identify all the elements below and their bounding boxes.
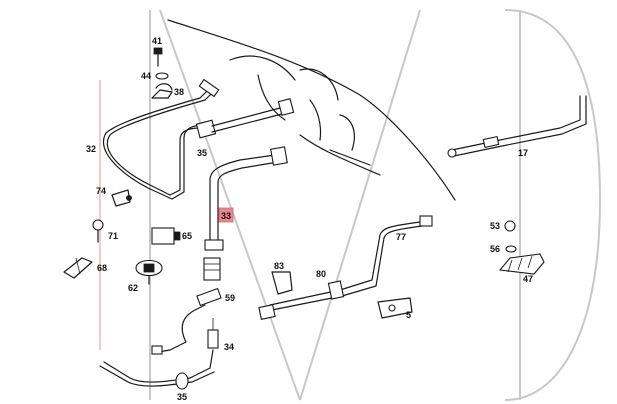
part-35-lower-pipe [99,349,215,390]
label-74: 74 [96,186,106,196]
part-41-bolt [153,47,163,67]
part-62-switch [135,259,163,285]
part-44-washer [155,72,169,80]
label-59: 59 [225,293,235,303]
label-62: 62 [128,283,138,293]
part-56-washer [505,245,517,253]
engine-housing [167,19,456,201]
label-17: 17 [518,148,528,158]
label-77: 77 [396,232,406,242]
watermark [99,9,602,401]
part-80-cable [258,215,433,320]
part-34-sensor-wiring [151,304,219,355]
label-35-top: 35 [197,148,207,158]
label-35-bottom: 35 [177,392,187,402]
label-32: 32 [86,144,96,154]
label-34: 34 [224,342,234,352]
part-71-bolt [92,219,104,243]
label-38: 38 [174,87,184,97]
part-74-bracket [111,189,132,207]
part-47-mount [498,253,545,275]
label-33: 33 [221,211,231,221]
part-53-bolt [504,220,516,232]
label-5: 5 [406,310,411,320]
label-44: 44 [141,71,151,81]
label-71: 71 [108,231,118,241]
part-38-clamp [151,83,173,99]
part-32-pipe [103,78,220,200]
part-33-highlight [218,207,234,223]
part-33-hose [204,146,288,251]
part-68-bracket [63,257,93,279]
label-68: 68 [97,263,107,273]
part-59-connector [196,257,222,307]
part-17-rod [447,95,587,158]
part-5-bracket [377,297,413,319]
label-56: 56 [490,244,500,254]
part-labels: 41 44 38 32 35 74 71 68 65 62 33 59 34 3… [86,36,533,402]
label-53: 53 [490,221,500,231]
label-41: 41 [152,36,162,46]
part-65-sensor [151,227,181,245]
label-65: 65 [182,231,192,241]
part-83-clip [271,271,293,295]
part-35-fitting-top [195,98,295,139]
label-47: 47 [523,274,533,284]
label-80: 80 [316,269,326,279]
label-83: 83 [274,261,284,271]
